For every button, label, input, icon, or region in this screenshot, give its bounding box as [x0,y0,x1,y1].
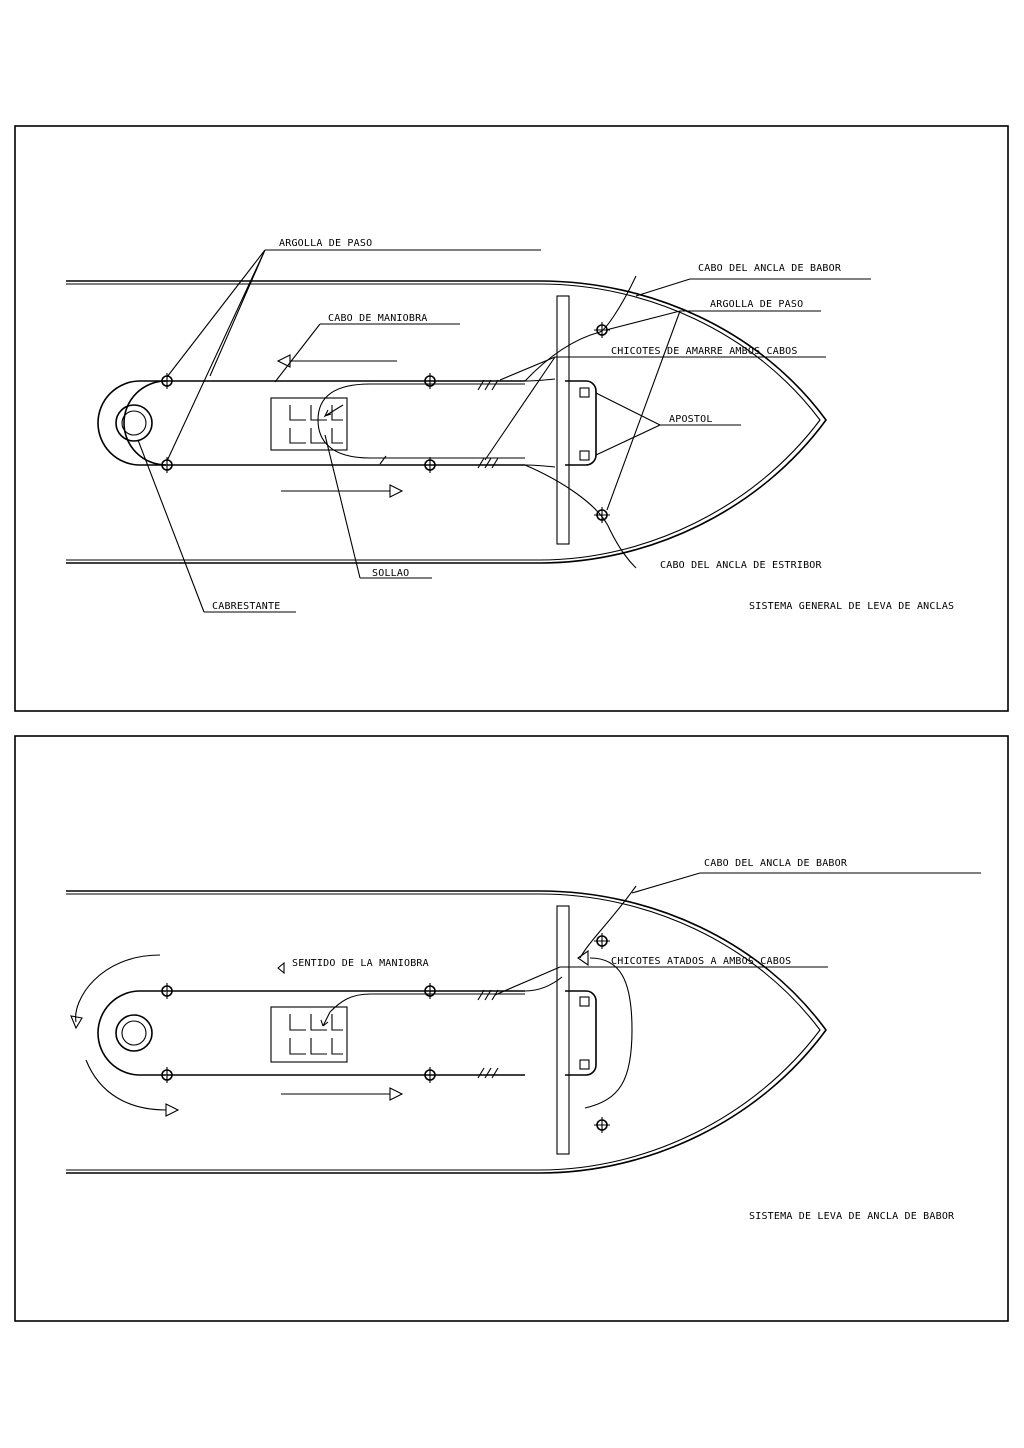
crossbeam-bottom [556,905,570,1155]
label-sollao: SOLLAO [372,568,409,579]
capstan-top [97,380,167,466]
label-cabo-de-maniobra: CABO DE MANIOBRA [328,313,428,324]
label-apostol: APOSTOL [669,414,713,425]
panel-top-frame [14,125,1009,712]
cable-babor-top [524,275,637,382]
arrow-right-bottom [281,1087,404,1101]
arrow-right-top [281,484,404,498]
crossbeam-top [556,295,570,545]
label-sentido-maniobra: SENTIDO DE LA MANIOBRA [292,958,429,969]
cable-loop-bottom [584,957,633,1109]
arrow-cable-bottom [577,949,589,967]
sollao-grid-top [270,397,348,451]
rings-bottom [159,933,610,1133]
hull-top [66,280,827,564]
label-cabo-ancla-estribor: CABO DEL ANCLA DE ESTRIBOR [660,560,823,571]
label-cabo-ancla-babor-bottom: CABO DEL ANCLA DE BABOR [704,858,848,869]
panel-bottom-frame [14,735,1009,1322]
label-cabrestante: CABRESTANTE [212,601,280,612]
label-cabo-ancla-babor: CABO DEL ANCLA DE BABOR [698,263,842,274]
label-chicotes-amarre: CHICOTES DE AMARRE AMBOS CABOS [611,346,798,357]
sollao-grid-bottom [270,1006,348,1063]
title-bottom: SISTEMA DE LEVA DE ANCLA DE BABOR [749,1211,955,1222]
panel-bottom: CABO DEL ANCLA DE BABOR SENTIDO DE LA MA… [14,735,1009,1322]
maneuver-rope-top [167,378,556,469]
cable-estribor-top [524,464,637,569]
arrow-left-top [276,354,397,368]
leaders-bottom [494,872,981,996]
label-chicotes-atados: CHICOTES ATADOS A AMBOS CABOS [611,956,791,967]
arrow-left-bottom [277,961,285,975]
label-argolla-de-paso-right: ARGOLLA DE PASO [710,299,803,310]
hull-bottom [66,890,827,1174]
label-argolla-de-paso-left: ARGOLLA DE PASO [279,238,372,249]
apostol-top [565,380,597,466]
leaders-top [137,249,871,613]
apostol-bottom [565,990,597,1076]
capstan-bottom [97,990,166,1076]
title-top: SISTEMA GENERAL DE LEVA DE ANCLAS [749,601,954,612]
panel-top: ARGOLLA DE PASO CABO DE MANIOBRA CABO DE… [14,125,1009,712]
rings-top [159,322,610,523]
rotation-arrow [70,954,180,1117]
maneuver-rope-bottom [167,976,563,1079]
cable-babor-bottom [579,885,637,959]
